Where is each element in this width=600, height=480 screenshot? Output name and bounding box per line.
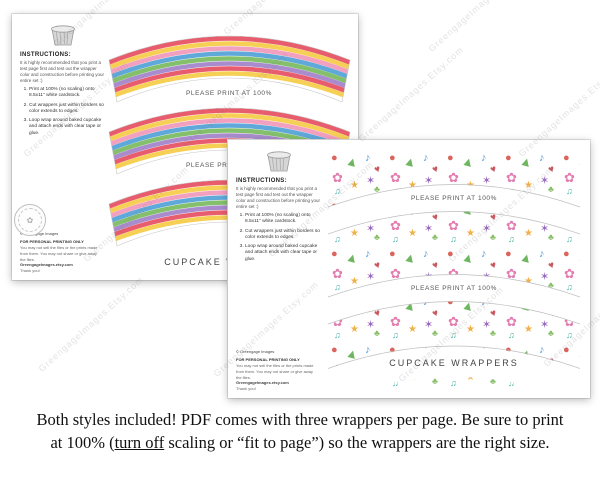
watermark-text: GreengageImages.Etsy.com bbox=[36, 274, 146, 374]
watermark-text: GreengageImages.Etsy.com bbox=[426, 0, 536, 54]
personal-use-body: You may not sell the files or the prints… bbox=[236, 363, 314, 380]
caption-line-1: Both styles included! PDF comes with thr… bbox=[36, 410, 564, 429]
fine-print: © Greengage Images FOR PERSONAL PRINTING… bbox=[236, 349, 318, 392]
fine-print: © Greengage Images FOR PERSONAL PRINTING… bbox=[20, 231, 102, 274]
instructions-steps: Print at 100% (no scaling) onto 8.5x11" … bbox=[20, 87, 106, 137]
logo-stamp-icon: ✿ bbox=[14, 204, 46, 236]
personal-use-title: FOR PERSONAL PRINTING ONLY bbox=[236, 357, 300, 363]
instructions-column: INSTRUCTIONS: It is highly recommended t… bbox=[20, 22, 106, 274]
instruction-step: Cut wrappers just within borders so colo… bbox=[29, 103, 106, 115]
shop-url: GreengageImages.etsy.com bbox=[236, 380, 289, 386]
print-at-100-label: PLEASE PRINT AT 100% bbox=[186, 90, 272, 97]
instructions-column: INSTRUCTIONS: It is highly recommended t… bbox=[236, 148, 322, 392]
print-at-100-label: PLEASE PRINT AT 100% bbox=[411, 195, 497, 202]
thanks-text: Thank you! bbox=[20, 268, 40, 274]
instruction-step: Loop wrap around baked cupcake and attac… bbox=[245, 244, 322, 263]
caption: Both styles included! PDF comes with thr… bbox=[0, 408, 600, 454]
thanks-text: Thank you! bbox=[236, 386, 256, 392]
personal-use-title: FOR PERSONAL PRINTING ONLY bbox=[20, 239, 84, 245]
personal-use-body: You may not sell the files or the prints… bbox=[20, 245, 98, 262]
watermark-text: GreengageImages.Etsy.com bbox=[356, 44, 466, 144]
cupcake-liner-icon bbox=[51, 25, 75, 46]
instruction-step: Print at 100% (no scaling) onto 8.5x11" … bbox=[29, 87, 106, 99]
cupcake-liner-icon bbox=[267, 151, 291, 172]
instruction-step: Cut wrappers just within borders so colo… bbox=[245, 229, 322, 241]
caption-line-2-pre: at 100% ( bbox=[50, 433, 115, 453]
copyright-text: © Greengage Images bbox=[20, 231, 59, 237]
copyright-text: © Greengage Images bbox=[236, 349, 275, 355]
instruction-step: Loop wrap around baked cupcake and attac… bbox=[29, 118, 106, 137]
caption-underlined-turn-off: turn off bbox=[114, 433, 165, 453]
instructions-steps: Print at 100% (no scaling) onto 8.5x11" … bbox=[236, 213, 322, 263]
instructions-heading: INSTRUCTIONS: bbox=[20, 52, 71, 58]
instructions-heading: INSTRUCTIONS: bbox=[236, 178, 287, 184]
instructions-intro: It is highly recommended that you print … bbox=[236, 186, 321, 210]
page-title-cupcake-wrappers: CUPCAKE WRAPPERS bbox=[389, 358, 519, 368]
page-fiesta-sheet: INSTRUCTIONS: It is highly recommended t… bbox=[228, 140, 590, 398]
print-at-100-label: PLEASE PRINT AT 100% bbox=[411, 285, 497, 292]
caption-line-2: at 100% (turn off scaling or “fit to pag… bbox=[0, 431, 600, 454]
instruction-step: Print at 100% (no scaling) onto 8.5x11" … bbox=[245, 213, 322, 225]
instructions-intro: It is highly recommended that you print … bbox=[20, 60, 105, 84]
caption-line-2-post: scaling or “fit to page”) so the wrapper… bbox=[164, 433, 550, 453]
fiesta-wrappers-art: ● ▲ ♪ ♥ ✿ ★ ✶ ♫ ♣ bbox=[328, 148, 580, 390]
shop-url: GreengageImages.etsy.com bbox=[20, 262, 73, 268]
